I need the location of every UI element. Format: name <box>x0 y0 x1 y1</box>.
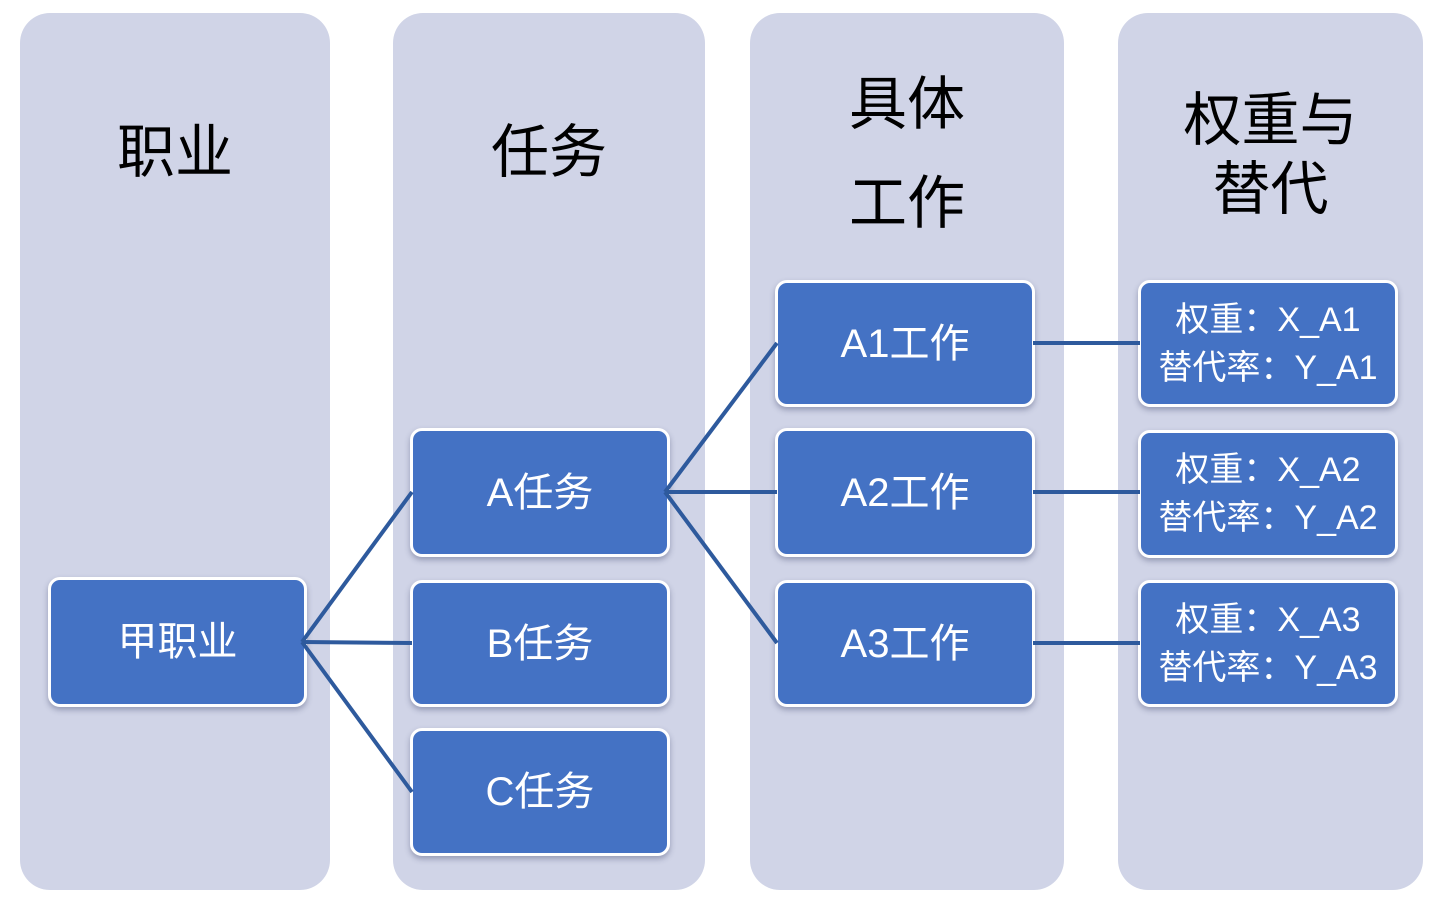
node-task-c: C任务 <box>410 728 670 856</box>
column-task-title: 任务 <box>490 120 607 185</box>
node-weight-a3-weight: 权重：X_A3 <box>1175 600 1361 639</box>
node-task-a-label: A任务 <box>486 470 594 515</box>
column-weight-title: 权重与替代 <box>1118 86 1423 224</box>
node-weight-a3: 权重：X_A3 替代率：Y_A3 <box>1138 580 1398 707</box>
node-weight-a2-substitution: 替代率：Y_A2 <box>1158 499 1378 537</box>
column-work-title: 具体工作 <box>750 55 1064 253</box>
column-occupation: 职业 <box>20 13 330 890</box>
node-work-a3-label: A3工作 <box>840 621 970 666</box>
node-task-a: A任务 <box>410 428 670 557</box>
node-work-a2-label: A2工作 <box>840 470 970 515</box>
node-weight-a1-weight: 权重：X_A1 <box>1175 300 1361 339</box>
node-work-a2: A2工作 <box>775 428 1035 557</box>
node-task-b: B任务 <box>410 580 670 707</box>
node-weight-a3-substitution: 替代率：Y_A3 <box>1158 648 1378 687</box>
column-work-title-line2: 工作 <box>848 171 965 236</box>
column-weight-title-line1: 权重与 <box>1183 88 1358 153</box>
node-task-b-label: B任务 <box>486 621 594 666</box>
column-weight-title-line2: 替代 <box>1212 157 1329 222</box>
node-weight-a1-substitution: 替代率：Y_A1 <box>1158 348 1378 387</box>
node-weight-a2-weight: 权重：X_A2 <box>1175 451 1361 489</box>
node-occupation-a: 甲职业 <box>48 577 307 707</box>
node-work-a1-label: A1工作 <box>840 321 970 366</box>
node-work-a3: A3工作 <box>775 580 1035 707</box>
column-occupation-title: 职业 <box>116 120 233 185</box>
node-weight-a2: 权重：X_A2 替代率：Y_A2 <box>1138 430 1398 558</box>
node-work-a1: A1工作 <box>775 280 1035 407</box>
node-weight-a1: 权重：X_A1 替代率：Y_A1 <box>1138 280 1398 407</box>
node-task-c-label: C任务 <box>485 770 595 814</box>
node-occupation-a-label: 甲职业 <box>117 620 238 664</box>
column-work-title-line1: 具体 <box>848 72 965 137</box>
